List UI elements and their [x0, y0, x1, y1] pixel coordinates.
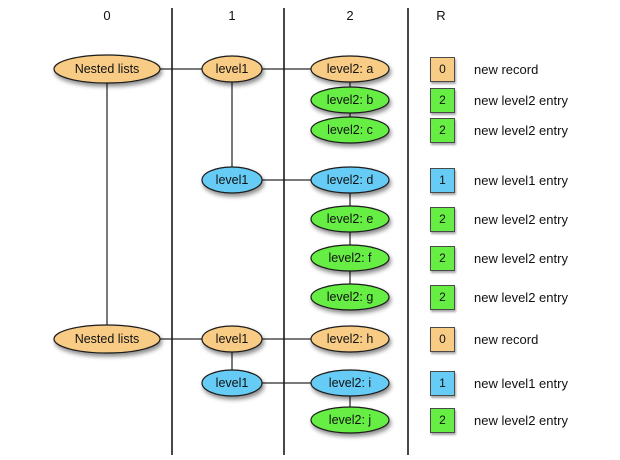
node-n3-level2[interactable]	[310, 86, 390, 114]
legend-row: 2 new level2 entry	[430, 245, 568, 271]
legend-row: 0 new record	[430, 326, 539, 352]
legend-swatch-2: 2	[430, 117, 455, 143]
legend-swatch-1: 1	[430, 167, 455, 193]
node-n4-level2[interactable]	[310, 116, 390, 144]
legend-label: new level2 entry	[474, 211, 568, 227]
node-n12-level2[interactable]	[310, 325, 390, 353]
node-n15-level2[interactable]	[310, 406, 390, 434]
legend-swatch-2: 2	[430, 245, 455, 271]
column-header-r: R	[436, 8, 446, 23]
legend-label: new level1 entry	[474, 375, 568, 391]
legend-swatch-0: 0	[430, 326, 455, 352]
legend-row: 1 new level1 entry	[430, 370, 568, 396]
legend-label: new level2 entry	[474, 92, 568, 108]
node-n1-level1[interactable]	[201, 55, 263, 83]
legend-row: 1 new level1 entry	[430, 167, 568, 193]
column-separators	[171, 8, 409, 455]
legend-label: new level2 entry	[474, 289, 568, 305]
edges-group	[106, 68, 351, 407]
column-header-0: 0	[103, 8, 111, 23]
legend-label: new level2 entry	[474, 250, 568, 266]
node-n11-level1[interactable]	[201, 325, 263, 353]
legend-swatch-2: 2	[430, 87, 455, 113]
legend-swatch-2: 2	[430, 284, 455, 310]
node-n10-record[interactable]	[53, 324, 161, 354]
node-n2-level2[interactable]	[310, 55, 390, 83]
legend-swatch-0: 0	[430, 56, 455, 82]
legend-swatch-2: 2	[430, 206, 455, 232]
column-header-1: 1	[228, 8, 236, 23]
legend-row: 2 new level2 entry	[430, 87, 568, 113]
legend-row: 2 new level2 entry	[430, 117, 568, 143]
legend-row: 0 new record	[430, 56, 539, 82]
legend-swatch-1: 1	[430, 370, 455, 396]
legend-row: 2 new level2 entry	[430, 407, 568, 433]
node-n5-level1[interactable]	[201, 166, 263, 194]
node-n13-level1[interactable]	[201, 369, 263, 397]
legend-swatch-2: 2	[430, 407, 455, 433]
node-n14-level2[interactable]	[310, 369, 390, 397]
node-n8-level2[interactable]	[310, 244, 390, 272]
legend-row: 2 new level2 entry	[430, 206, 568, 232]
node-n0-record[interactable]	[53, 54, 161, 84]
node-n9-level2[interactable]	[310, 283, 390, 311]
legend-label: new level2 entry	[474, 412, 568, 428]
column-header-2: 2	[346, 8, 354, 23]
legend-label: new level2 entry	[474, 122, 568, 138]
node-n6-level2[interactable]	[310, 166, 390, 194]
legend-label: new record	[474, 331, 539, 347]
node-n7-level2[interactable]	[310, 205, 390, 233]
legend-label: new level1 entry	[474, 172, 568, 188]
legend-row: 2 new level2 entry	[430, 284, 568, 310]
legend-label: new record	[474, 61, 539, 77]
nodes-group	[53, 54, 390, 434]
